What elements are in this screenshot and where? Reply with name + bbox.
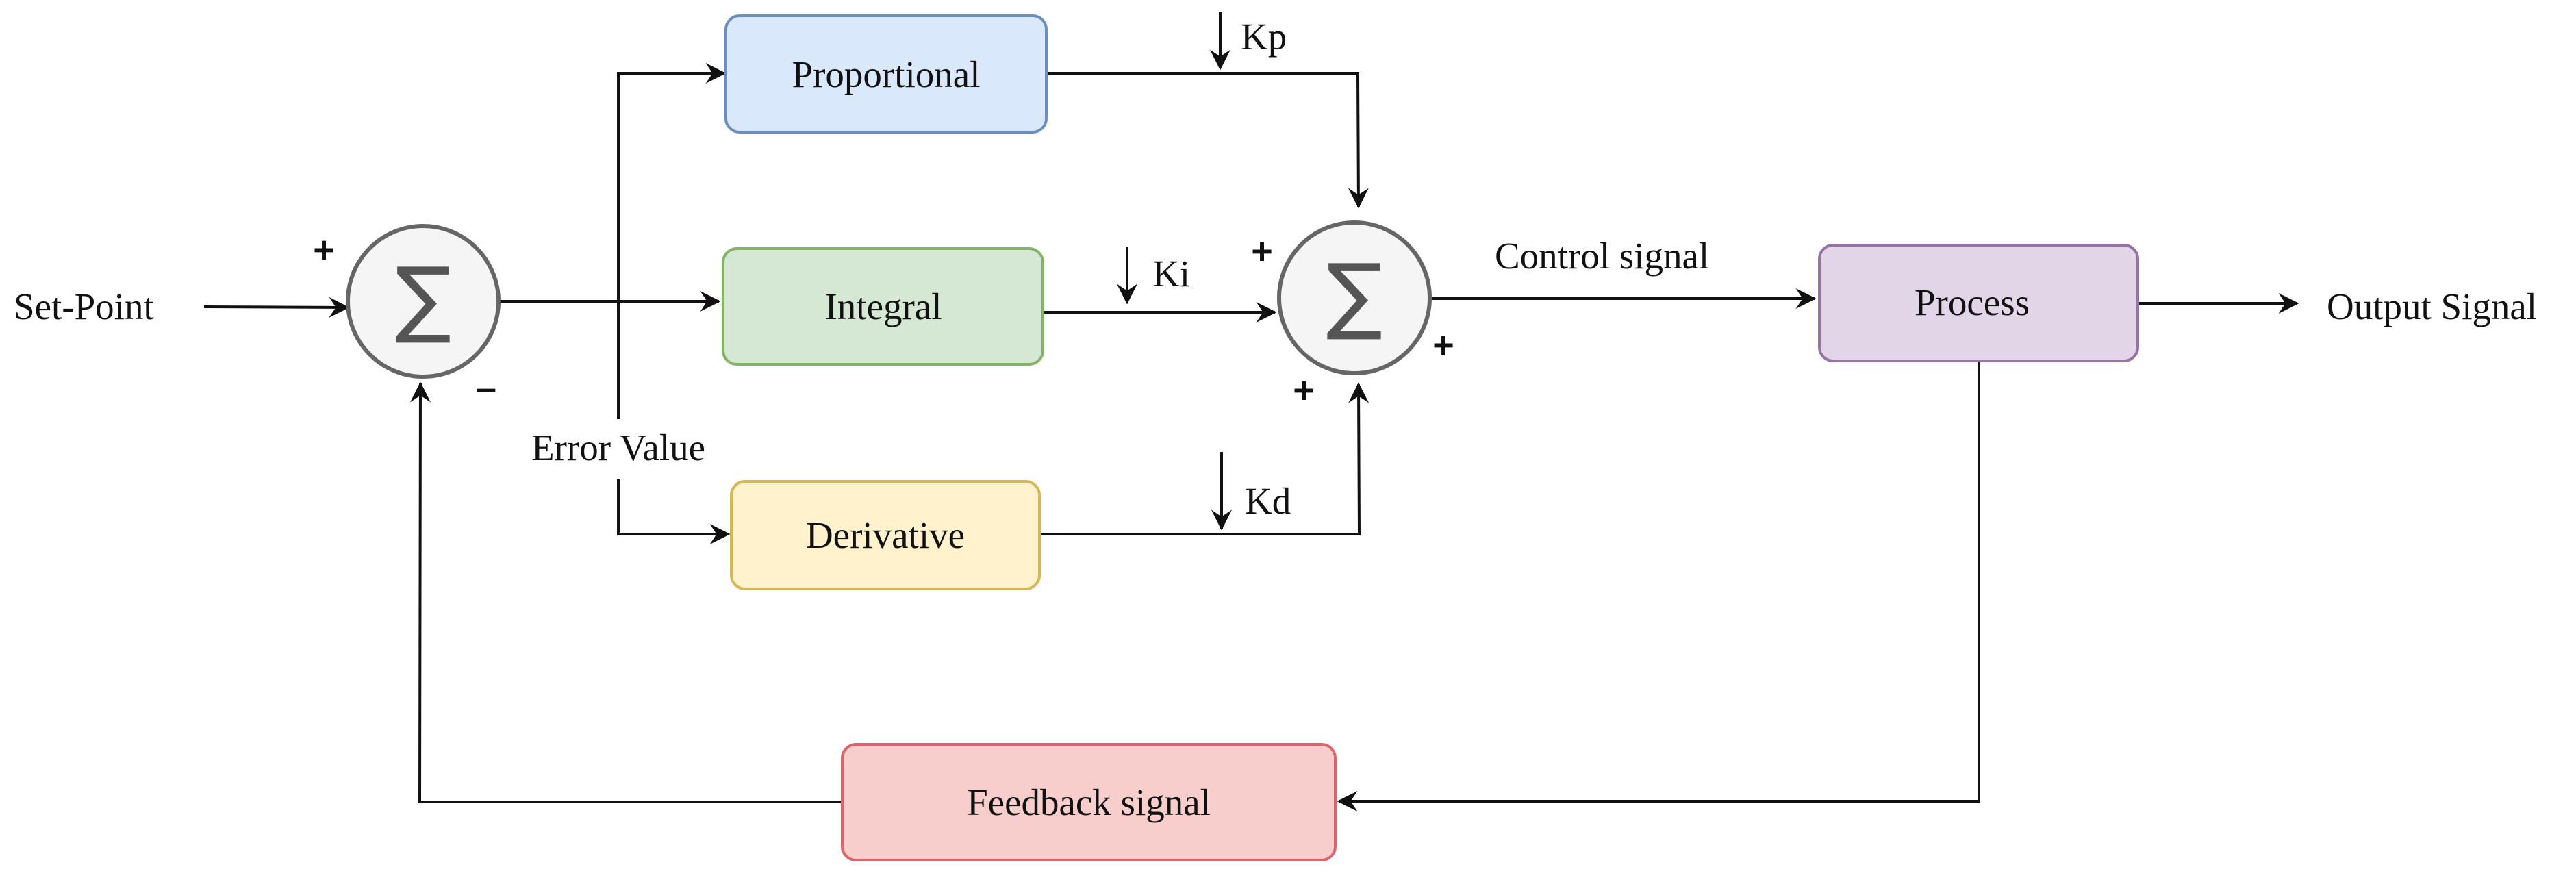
wire-feedback-to-sum: [409, 381, 842, 803]
feedback-block: Feedback signal: [841, 743, 1337, 861]
error-sum-minus-sign: –: [476, 368, 496, 409]
integral-box: [722, 247, 1044, 366]
control-summing-junction: ∑ + + +: [1251, 220, 1454, 411]
wire-proportional-to-sum: [1046, 72, 1369, 209]
control-signal-label: Control signal: [1495, 235, 1709, 277]
control-sum-left-plus-sign: +: [1251, 231, 1273, 272]
control-sum-circle: [1277, 220, 1432, 375]
ki-label: Ki: [1152, 253, 1190, 294]
output-signal-label: Output Signal: [2327, 286, 2537, 327]
error-summing-junction: ∑ + –: [313, 224, 501, 409]
process-box: [1818, 244, 2139, 362]
proportional-block: Proportional: [724, 14, 1048, 134]
error-sum-circle: [346, 224, 501, 379]
integral-label: Integral: [824, 286, 942, 327]
derivative-block: Derivative: [730, 480, 1041, 590]
proportional-box: [724, 14, 1048, 134]
error-value-label: Error Value: [531, 427, 705, 468]
sigma-icon: ∑: [1326, 246, 1382, 343]
kp-label: Kp: [1241, 16, 1287, 58]
integral-block: Integral: [722, 247, 1044, 366]
derivative-box: [730, 480, 1041, 590]
control-sum-bottom-plus-sign: +: [1293, 370, 1315, 411]
feedback-label: Feedback signal: [967, 781, 1211, 823]
derivative-label: Derivative: [806, 514, 965, 556]
connections: [203, 12, 2299, 811]
wire-derivative-to-sum: [1039, 382, 1369, 536]
process-block: Process: [1818, 244, 2139, 362]
process-label: Process: [1915, 281, 2030, 323]
set-point-label: Set-Point: [14, 286, 154, 327]
proportional-label: Proportional: [792, 53, 981, 95]
wire-process-to-feedback: [1337, 361, 1980, 811]
error-sum-plus-sign: +: [313, 229, 335, 270]
control-sum-right-plus-sign: +: [1432, 325, 1454, 366]
sigma-icon: ∑: [395, 249, 451, 346]
feedback-box: [841, 743, 1337, 861]
kd-label: Kd: [1245, 480, 1291, 522]
